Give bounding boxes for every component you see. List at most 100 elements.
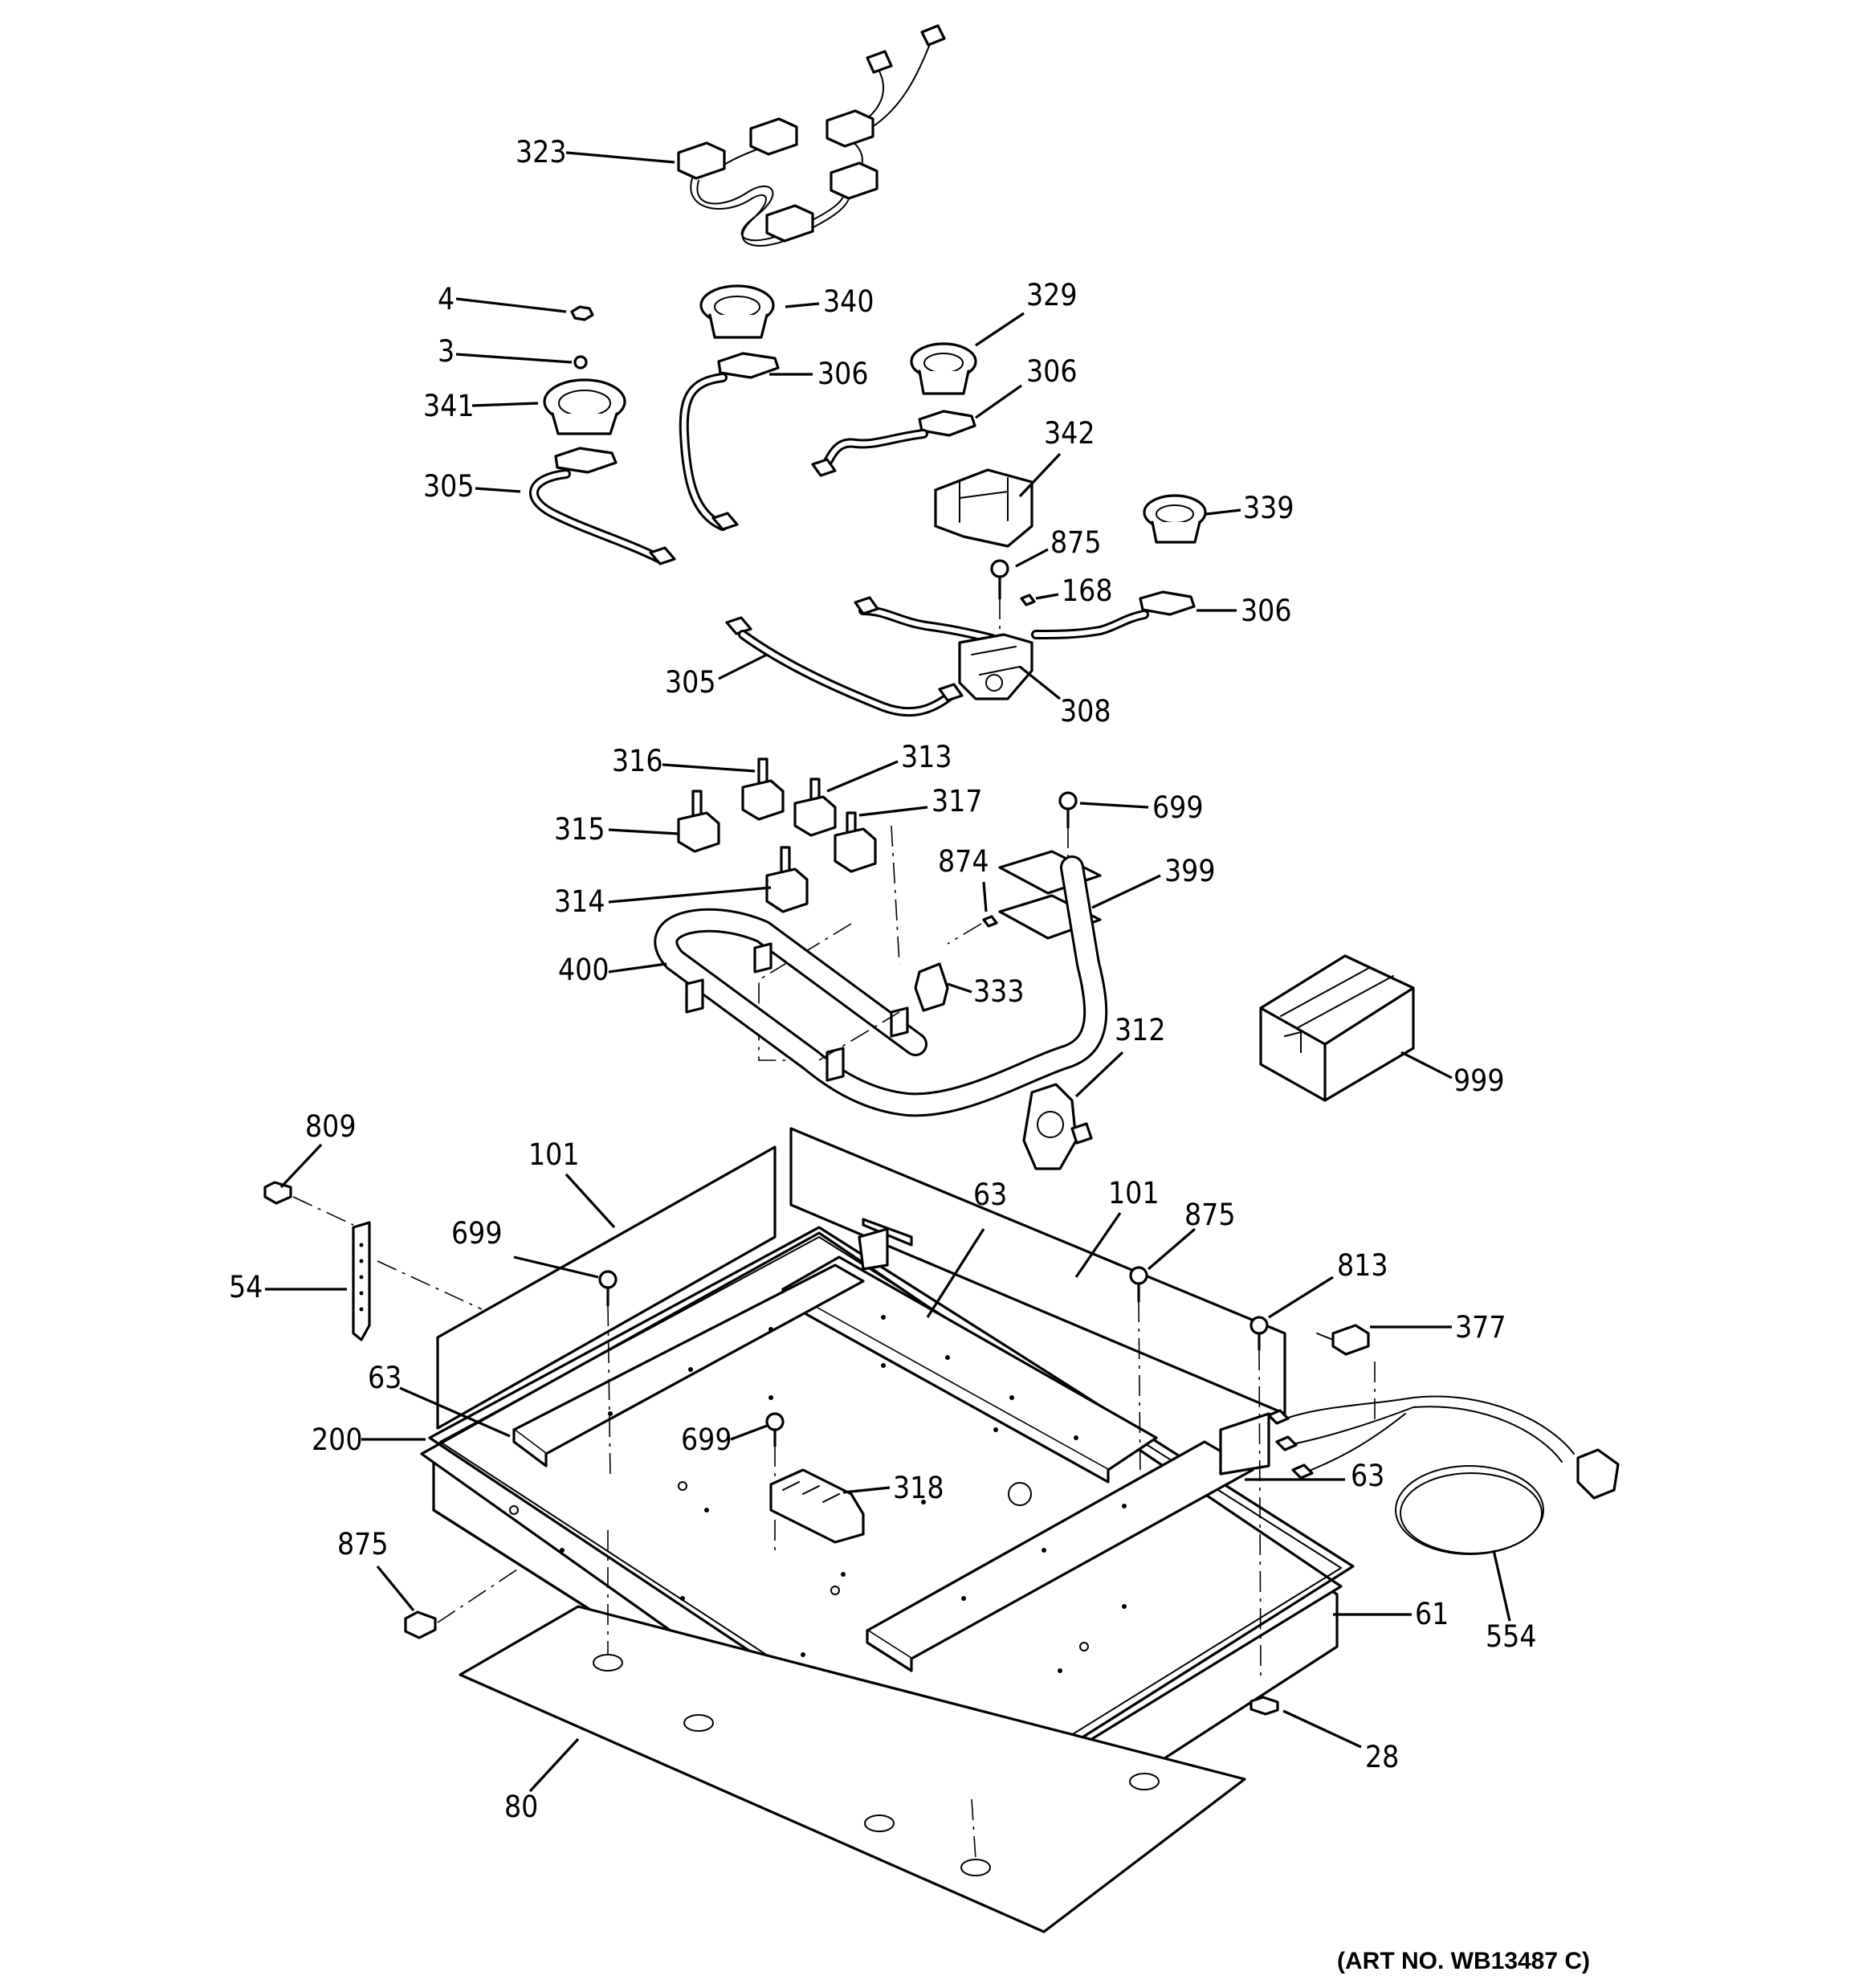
callout-63b: 63: [368, 1361, 402, 1395]
part-28-foot: [1249, 1696, 1279, 1716]
part-813-screw: [1249, 1316, 1269, 1680]
leader-340: [785, 302, 820, 308]
callout-999: 999: [1453, 1063, 1505, 1098]
part-168-screw: [1020, 594, 1036, 606]
callout-80: 80: [504, 1790, 538, 1824]
callout-306c: 306: [1241, 594, 1292, 628]
callout-400: 400: [558, 953, 609, 987]
callout-305b: 305: [665, 665, 716, 700]
part-875-screw-b: [1129, 1266, 1148, 1479]
callout-4: 4: [438, 282, 455, 316]
leader-875b: [1147, 1227, 1196, 1271]
part-699-screw-b: [598, 1270, 618, 1479]
leader-699a: [1079, 802, 1149, 809]
callout-200: 200: [312, 1423, 363, 1457]
part-333-clip: [914, 962, 949, 1012]
callout-342: 342: [1044, 416, 1095, 451]
leader-306b: [975, 384, 1022, 419]
part-308-manifold-block: [854, 596, 1033, 700]
part-306-valve-tube-b: [811, 410, 976, 477]
leader-323: [565, 151, 675, 164]
part-875-screw-c: [404, 1565, 523, 1639]
part-318-module: [769, 1468, 865, 1544]
callout-699b: 699: [451, 1216, 503, 1251]
callout-377: 377: [1455, 1310, 1506, 1345]
callout-306a: 306: [817, 357, 869, 391]
callout-333: 333: [973, 974, 1025, 1009]
part-400-manifold: [654, 855, 1108, 1117]
callout-699a: 699: [1152, 790, 1204, 825]
callout-312: 312: [1115, 1013, 1166, 1047]
part-63-rail-right: [866, 1412, 1270, 1672]
part-312-regulator: [1022, 1083, 1093, 1170]
leader-875c: [376, 1565, 415, 1612]
callout-554: 554: [1486, 1619, 1537, 1654]
leader-63a: [926, 1228, 985, 1318]
callout-3: 3: [438, 334, 455, 369]
callout-315: 315: [554, 812, 605, 847]
callout-399: 399: [1164, 854, 1216, 888]
leader-874: [982, 881, 988, 912]
leader-317: [858, 806, 928, 817]
callout-63a: 63: [973, 1178, 1007, 1212]
part-554-power-cord: [1267, 1395, 1620, 1555]
callout-28: 28: [1365, 1740, 1399, 1774]
part-314-valve: [765, 846, 809, 913]
part-80-insulation-pad: [459, 1530, 1246, 1933]
callout-341: 341: [423, 389, 475, 423]
callout-313: 313: [901, 740, 952, 774]
callout-316: 316: [612, 744, 663, 778]
callout-308: 308: [1060, 694, 1111, 729]
leader-400: [608, 962, 667, 974]
callout-329: 329: [1026, 278, 1078, 312]
callout-101a: 101: [528, 1137, 580, 1172]
leader-101b: [1074, 1212, 1122, 1278]
part-874-screw: [947, 915, 998, 945]
part-4-nut: [570, 305, 594, 321]
callout-339: 339: [1243, 491, 1294, 525]
part-323-igniter-harness: [677, 24, 946, 247]
part-305-gas-tube-left: [529, 447, 676, 565]
callout-874: 874: [938, 844, 989, 879]
callout-340: 340: [823, 284, 874, 319]
leader-333: [947, 982, 972, 994]
art-number: (ART NO. WB13487 C): [1337, 1948, 1590, 1974]
callout-317: 317: [932, 784, 983, 818]
leader-101a: [565, 1173, 616, 1229]
callout-306b: 306: [1026, 354, 1078, 389]
leader-341: [471, 402, 539, 407]
leader-4: [455, 297, 567, 313]
leader-329: [975, 312, 1025, 347]
part-809-screw: [263, 1181, 354, 1226]
leader-312: [1074, 1051, 1124, 1098]
callout-101b: 101: [1108, 1176, 1160, 1210]
part-699-screw-a: [1058, 791, 1078, 900]
part-340-burner-head: [699, 284, 775, 339]
callout-813: 813: [1337, 1248, 1388, 1283]
leader-318: [842, 1486, 891, 1494]
leader-308: [1019, 665, 1061, 700]
part-54-bracket: [352, 1221, 483, 1341]
part-306-valve-tube-a: [679, 352, 780, 531]
leader-314: [608, 886, 772, 904]
leader-63b: [399, 1386, 511, 1438]
part-999-box: [1259, 954, 1415, 1102]
callout-809: 809: [305, 1109, 357, 1144]
part-306-valve-tube-c: [1031, 590, 1196, 639]
leader-875a: [1015, 548, 1049, 568]
callout-699c: 699: [681, 1423, 732, 1457]
leader-554: [1492, 1549, 1511, 1622]
callout-875c: 875: [337, 1527, 389, 1561]
callout-875a: 875: [1050, 525, 1102, 560]
part-315-valve: [677, 790, 720, 853]
callout-305a: 305: [423, 469, 475, 504]
leader-168: [1035, 593, 1059, 600]
part-342-bracket: [934, 468, 1033, 548]
leader-342: [1018, 452, 1062, 498]
part-317-valve: [834, 811, 877, 873]
part-316-valve: [741, 757, 785, 821]
leader-699c: [730, 1424, 768, 1441]
callout-314: 314: [554, 884, 605, 919]
callout-61: 61: [1415, 1597, 1449, 1631]
callout-318: 318: [893, 1471, 944, 1505]
